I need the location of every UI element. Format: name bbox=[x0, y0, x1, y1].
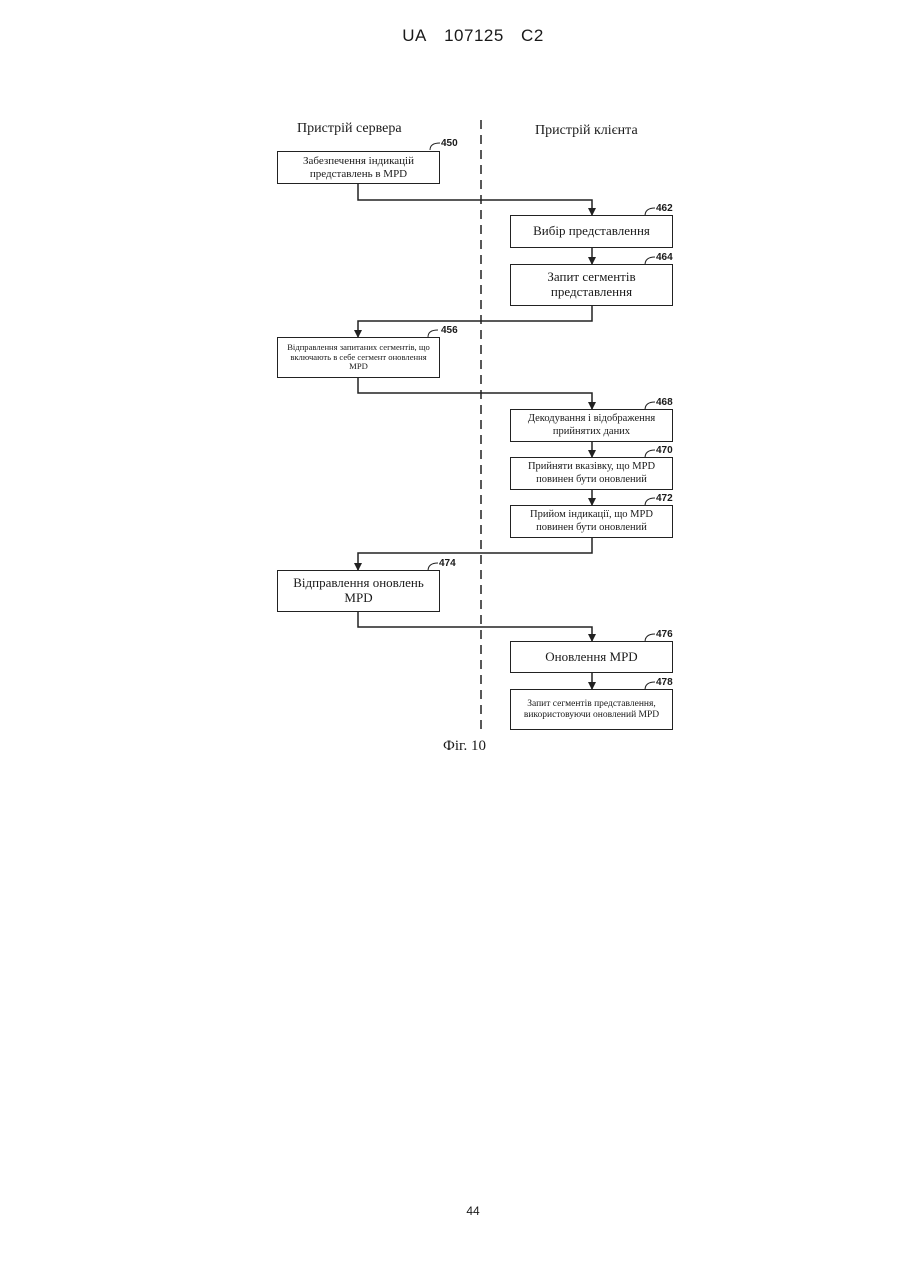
step-box-450: Забезпечення індикацій представлень в MP… bbox=[277, 151, 440, 184]
connector-arrow-3 bbox=[358, 306, 592, 337]
connector-arrow-4 bbox=[358, 378, 592, 409]
server-column-title: Пристрій сервера bbox=[297, 121, 402, 137]
connector-arrow-7 bbox=[358, 538, 592, 570]
ref-label-474: 474 bbox=[439, 558, 456, 569]
step-box-474: Відправлення оновлень MPD bbox=[277, 570, 440, 612]
step-box-470: Прийняти вказівку, що MPD повинен бути о… bbox=[510, 457, 673, 490]
connector-arrow-8 bbox=[358, 612, 592, 641]
ref-leader-1 bbox=[430, 143, 440, 150]
figure-caption: Фіг. 10 bbox=[443, 738, 486, 755]
ref-label-476: 476 bbox=[656, 629, 673, 640]
ref-label-464: 464 bbox=[656, 252, 673, 263]
step-box-472: Прийом індикації, що MPD повинен бути он… bbox=[510, 505, 673, 538]
step-box-464: Запит сегментів представлення bbox=[510, 264, 673, 306]
ref-label-462: 462 bbox=[656, 203, 673, 214]
step-box-456: Відправлення запитаних сегментів, що вкл… bbox=[277, 337, 440, 378]
connector-arrow-1 bbox=[358, 184, 592, 215]
ref-label-470: 470 bbox=[656, 445, 673, 456]
ref-label-450: 450 bbox=[441, 138, 458, 149]
step-box-468: Декодування і відображення прийнятих дан… bbox=[510, 409, 673, 442]
step-box-462: Вибір представлення bbox=[510, 215, 673, 248]
ref-label-478: 478 bbox=[656, 677, 673, 688]
page-number: 44 bbox=[0, 1204, 901, 1218]
client-column-title: Пристрій клієнта bbox=[535, 123, 638, 139]
step-box-476: Оновлення MPD bbox=[510, 641, 673, 673]
ref-label-472: 472 bbox=[656, 493, 673, 504]
ref-leader-4 bbox=[428, 330, 438, 337]
ref-label-468: 468 bbox=[656, 397, 673, 408]
step-box-478: Запит сегментів представлення, використо… bbox=[510, 689, 673, 730]
ref-label-456: 456 bbox=[441, 325, 458, 336]
